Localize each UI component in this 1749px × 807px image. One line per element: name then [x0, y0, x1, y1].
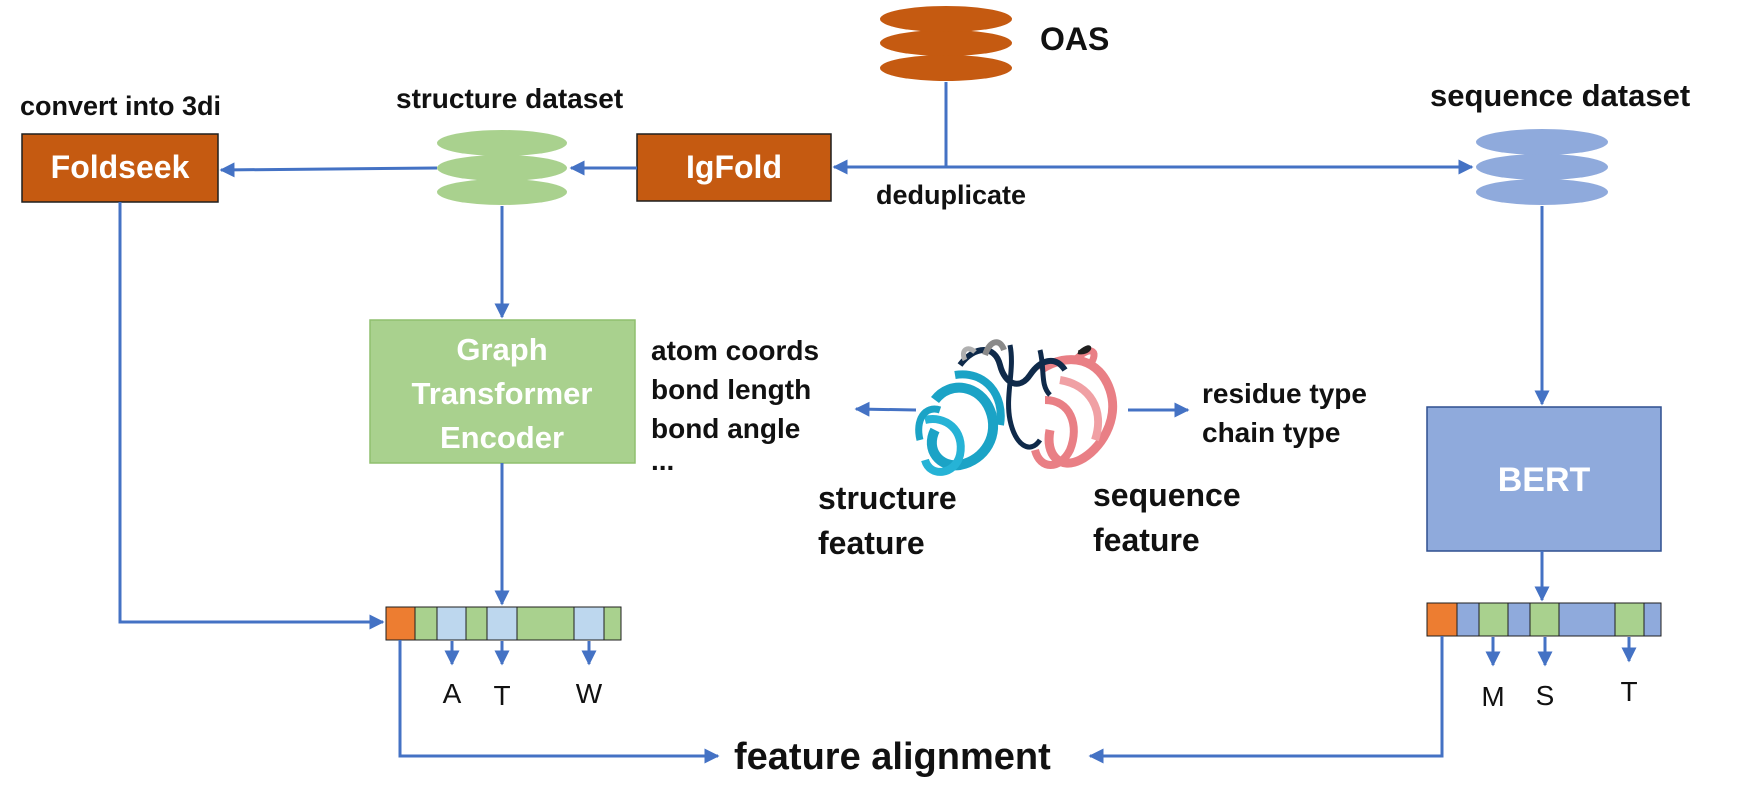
structure-feature-list: atom coords bond length bond angle ... — [651, 335, 819, 476]
sequence-output-token: S — [1536, 680, 1555, 711]
sequence-output-token: T — [1620, 676, 1637, 707]
structure-token — [516, 606, 575, 641]
structure-token — [414, 606, 438, 641]
sequence-token — [1643, 602, 1662, 637]
structure-feature-label-1: structure — [818, 480, 957, 516]
structure-token-masked — [436, 606, 467, 641]
convert-into-label: convert into 3di — [20, 91, 221, 121]
arrow-to-structure-features — [854, 401, 917, 417]
sequence-token — [1507, 602, 1531, 637]
sequence-feature-label-2: feature — [1093, 522, 1200, 558]
foldseek-box: Foldseek — [21, 133, 219, 203]
structure-dataset-icon — [437, 130, 567, 205]
encoder-label-line2: Transformer — [412, 376, 593, 411]
structure-output-token: T — [493, 680, 510, 711]
igfold-box: IgFold — [636, 133, 832, 202]
structure-output-token: W — [576, 678, 603, 709]
sequence-token — [1456, 602, 1480, 637]
bert-label: BERT — [1498, 461, 1591, 499]
structure-output-token: A — [443, 678, 462, 709]
structure-token-strip — [385, 606, 622, 641]
structure-token — [603, 606, 622, 641]
deduplicate-label: deduplicate — [876, 180, 1026, 210]
sequence-dataset-label: sequence dataset — [1430, 78, 1690, 113]
sequence-token-masked — [1614, 602, 1645, 637]
residue-type-label: residue type — [1202, 378, 1367, 409]
encoder-label-line1: Graph — [456, 332, 547, 367]
oas-database-icon — [880, 6, 1012, 81]
arrow-structure-dataset-to-foldseek — [219, 162, 438, 178]
graph-transformer-encoder-box: Graph Transformer Encoder — [369, 319, 636, 464]
arrow-sequence-cls-to-alignment — [1088, 636, 1444, 764]
arrow-foldseek-to-tokens — [118, 202, 385, 630]
bert-box: BERT — [1426, 406, 1662, 552]
sequence-dataset-icon — [1476, 129, 1608, 205]
structure-dataset-label: structure dataset — [396, 83, 623, 114]
oas-label: OAS — [1040, 21, 1109, 57]
structure-token-cls — [385, 606, 416, 641]
chain-type-label: chain type — [1202, 417, 1340, 448]
structure-feature-label-2: feature — [818, 525, 925, 561]
igfold-label: IgFold — [686, 149, 782, 185]
structure-token — [465, 606, 488, 641]
sequence-token-strip — [1426, 602, 1662, 637]
sequence-token-cls — [1426, 602, 1458, 637]
foldseek-label: Foldseek — [51, 149, 190, 185]
sequence-token-masked — [1529, 602, 1560, 637]
bond-length-label: bond length — [651, 374, 811, 405]
arrow-structure-cls-to-alignment — [398, 640, 720, 764]
encoder-label-line3: Encoder — [440, 420, 564, 455]
protein-ribbon-icon — [915, 339, 1118, 476]
bond-angle-label: bond angle — [651, 413, 800, 444]
structure-token-masked — [486, 606, 518, 641]
atom-coords-label: atom coords — [651, 335, 819, 366]
sequence-feature-label-1: sequence — [1093, 477, 1241, 513]
structure-token-masked — [573, 606, 605, 641]
sequence-token-masked — [1478, 602, 1509, 637]
sequence-token — [1558, 602, 1616, 637]
feature-alignment-label: feature alignment — [734, 736, 1051, 778]
sequence-output-token: M — [1481, 681, 1504, 712]
ellipsis-label: ... — [651, 445, 674, 476]
